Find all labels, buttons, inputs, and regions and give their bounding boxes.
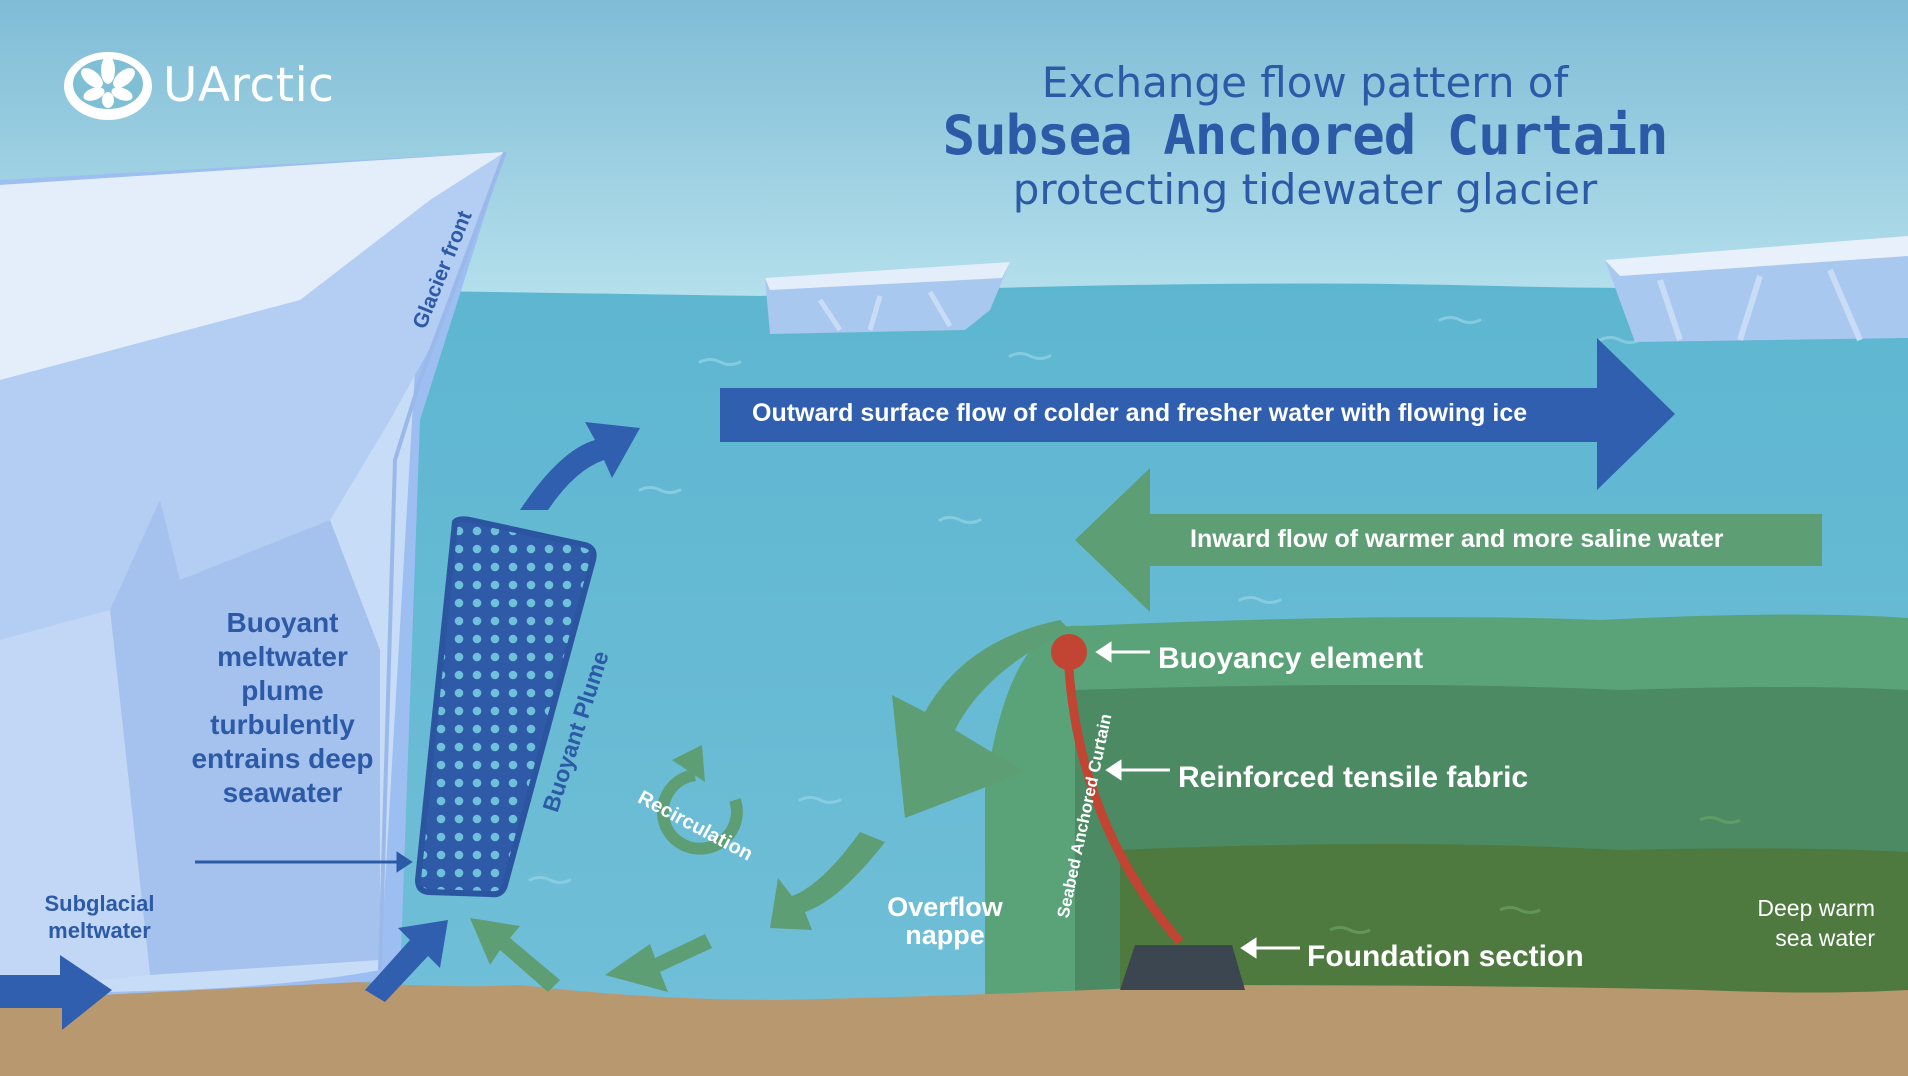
overflow-arrow	[892, 620, 1070, 818]
foundation-section-label: Foundation section	[1307, 940, 1584, 973]
title-line-3: protecting tidewater glacier	[1012, 165, 1598, 214]
plume-exit-arrow	[520, 422, 640, 510]
glacier-facet-1	[0, 152, 505, 640]
inward-flow-label: Inward flow of warmer and more saline wa…	[1190, 525, 1724, 553]
deep-warm-water-label: Deep warm sea water	[1757, 895, 1875, 951]
iceberg-small	[765, 262, 1010, 334]
iceberg-right	[1605, 236, 1908, 342]
entrainment-arrow-green-3	[770, 832, 885, 930]
curtain-fabric	[1063, 651, 1184, 945]
buoyancy-element	[1051, 634, 1087, 670]
inward-flow-arrow	[1075, 468, 1822, 612]
buoyancy-element-label: Buoyancy element	[1158, 642, 1424, 675]
title-line-1: Exchange flow pattern of	[1041, 58, 1569, 107]
entrainment-arrow-blue	[365, 920, 448, 1002]
subglacial-meltwater-label: Subglacial meltwater	[44, 891, 155, 943]
overflow-nappe-label: Overflow nappe	[887, 892, 1003, 950]
glacier-facet-2	[110, 500, 380, 975]
subglacial-arrow	[0, 955, 112, 1030]
buoyant-plume	[415, 516, 597, 898]
recirculation-icon	[656, 745, 743, 855]
callout-pointers	[1095, 641, 1300, 959]
plume-description-label: Buoyant meltwater plume turbulently entr…	[191, 607, 374, 808]
glacier-edge	[378, 151, 507, 971]
warm-layer-deep	[1120, 844, 1908, 1000]
foundation-block	[1120, 945, 1245, 990]
entrainment-arrow-green-2	[605, 934, 712, 992]
entrainment-arrow-green-1	[470, 918, 560, 992]
seabed	[0, 969, 1908, 1076]
plume-pointer	[195, 851, 413, 873]
outward-flow-label: Outward surface flow of colder and fresh…	[752, 399, 1528, 427]
glacier-facet-3	[0, 610, 150, 990]
logo-wordmark: UArctic	[163, 58, 335, 113]
outward-flow-arrow	[720, 338, 1675, 490]
page-title: Subsea Anchored Curtain	[942, 104, 1669, 167]
reinforced-fabric-label: Reinforced tensile fabric	[1178, 761, 1529, 794]
uarctic-flower-logo	[64, 52, 152, 120]
